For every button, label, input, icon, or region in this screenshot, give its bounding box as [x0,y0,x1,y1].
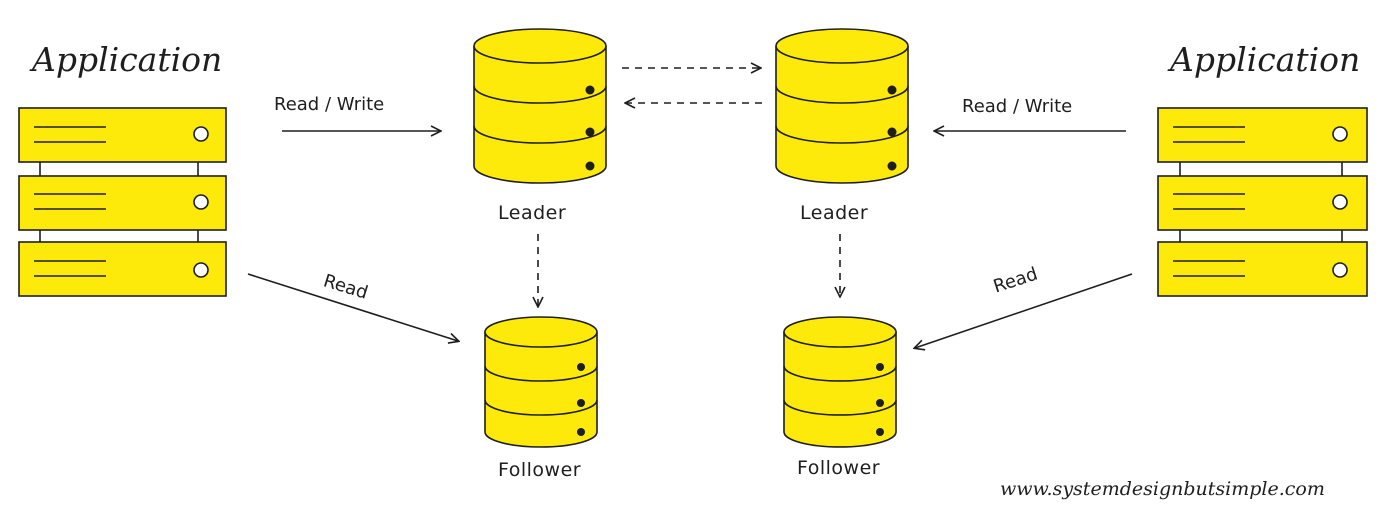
right-app-title: Application [1170,40,1361,79]
left-follower-database-icon [484,316,598,448]
right-leader-database-icon [775,28,909,184]
right-follower-label: Follower [797,457,881,479]
watermark-url: www.systemdesignbutsimple.com [1000,478,1325,500]
left-leader-label: Leader [498,202,567,224]
left-app-title: Application [32,40,223,79]
left-read-arrow [247,273,458,341]
left-app-server-icon [18,107,227,297]
left-leader-database-icon [473,28,607,184]
right-read-write-label: Read / Write [962,96,1073,117]
right-leader-label: Leader [800,202,869,224]
right-app-server-icon [1157,107,1368,297]
right-read-arrow [915,273,1133,348]
left-read-write-label: Read / Write [274,94,385,115]
left-follower-label: Follower [498,459,582,481]
right-follower-database-icon [783,316,897,448]
